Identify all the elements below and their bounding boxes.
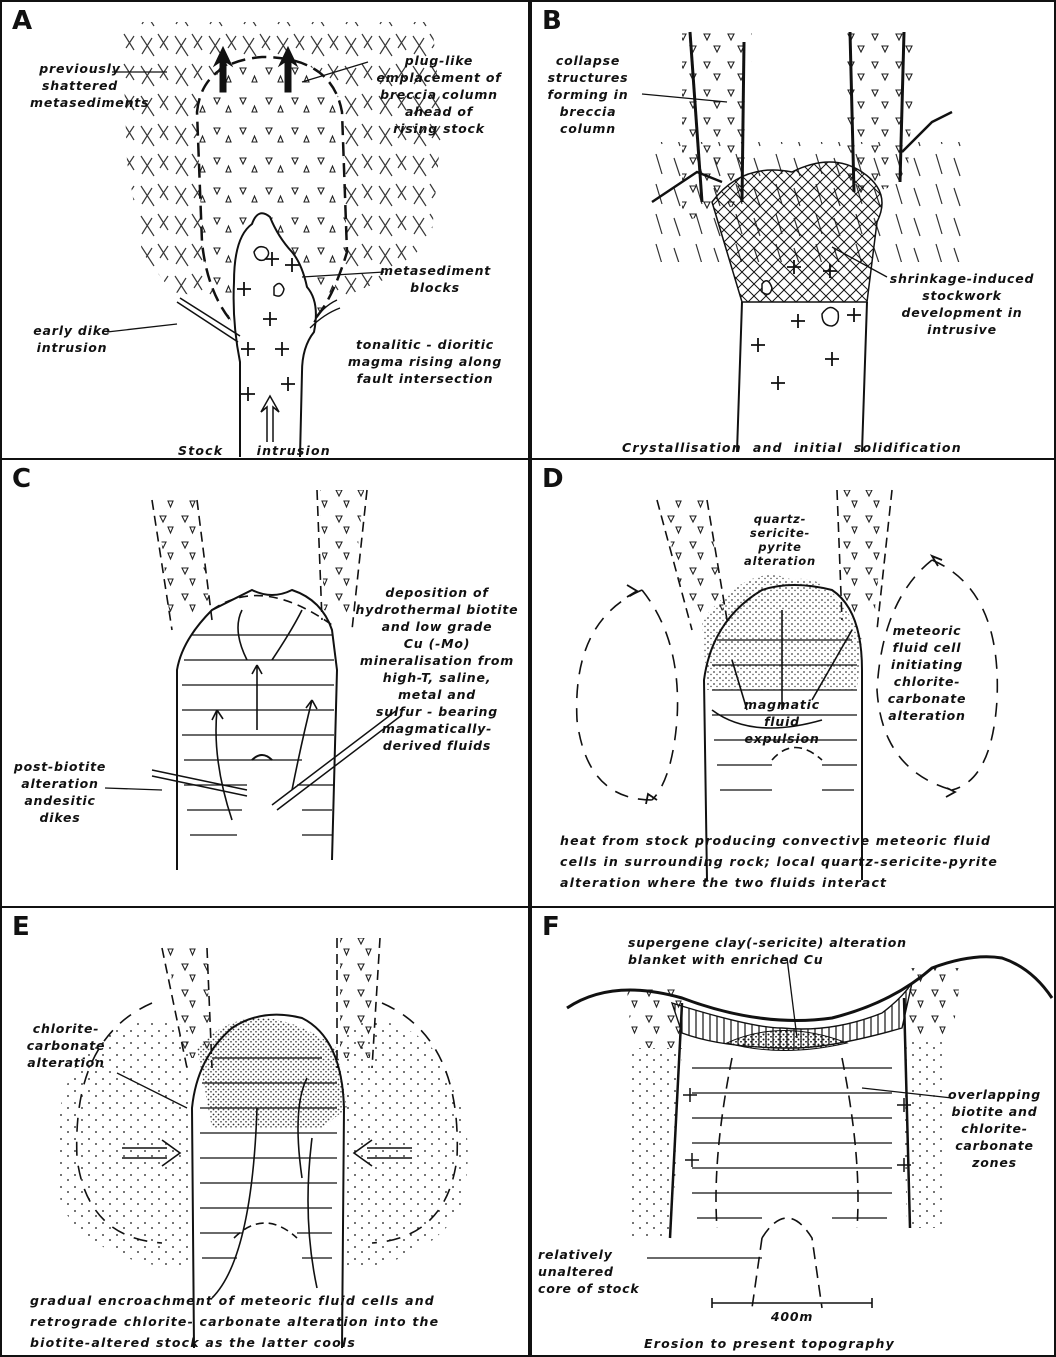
panel-b: B collapse structures forming in breccia… — [530, 0, 1056, 460]
label-supergene-blanket: supergene clay(-sericite) alteration bla… — [628, 934, 948, 968]
panel-e: E chlorite- carbonate alteration gradual… — [0, 906, 530, 1357]
panel-c-letter: C — [12, 464, 31, 494]
panel-d-letter: D — [542, 464, 564, 494]
panel-f: F supergene clay(-sericite) alteration b… — [530, 906, 1056, 1357]
label-plug-like-emplacement: plug-like emplacement of breccia column … — [364, 52, 514, 137]
label-metasediment-blocks: metasediment blocks — [380, 262, 490, 296]
panel-e-letter: E — [12, 912, 30, 942]
label-collapse-structures: collapse structures forming in breccia c… — [538, 52, 638, 137]
panel-f-letter: F — [542, 912, 560, 942]
panel-a-caption: Stock intrusion — [178, 443, 331, 458]
label-post-biotite-dikes: post-biotite alteration andesitic dikes — [10, 758, 110, 826]
label-tonalitic-magma: tonalitic - dioritic magma rising along … — [332, 336, 518, 387]
scale-bar-label: 400m — [762, 1308, 822, 1325]
panel-b-letter: B — [542, 6, 562, 36]
label-early-dike: early dike intrusion — [22, 322, 122, 356]
panel-a: A previously shattered metasediments plu… — [0, 0, 530, 460]
panel-a-letter: A — [12, 6, 32, 36]
label-unaltered-core: relatively unaltered core of stock — [538, 1246, 678, 1297]
label-shrinkage-stockwork: shrinkage-induced stockwork development … — [872, 270, 1052, 338]
panel-d: D quartz- sericite- pyrite alteration me… — [530, 458, 1056, 908]
panel-b-caption: Crystallisation and initial solidificati… — [622, 440, 962, 455]
label-meteoric-fluid-cell: meteoric fluid cell initiating chlorite-… — [872, 622, 982, 724]
panel-f-caption: Erosion to present topography — [644, 1336, 895, 1351]
label-deposition-biotite: deposition of hydrothermal biotite and l… — [342, 584, 530, 754]
label-magmatic-fluid-expulsion: magmatic fluid expulsion — [712, 696, 852, 747]
label-previously-shattered: previously shattered metasediments — [30, 60, 130, 111]
panel-d-caption: heat from stock producing convective met… — [560, 830, 998, 893]
label-chlorite-carbonate: chlorite- carbonate alteration — [16, 1020, 116, 1071]
panel-c: C deposition of hydrothermal biotite and… — [0, 458, 530, 908]
label-quartz-sericite-pyrite: quartz- sericite- pyrite alteration — [720, 512, 840, 568]
panel-e-caption: gradual encroachment of meteoric fluid c… — [30, 1290, 439, 1353]
label-overlapping-zones: overlapping biotite and chlorite- carbon… — [937, 1086, 1052, 1171]
